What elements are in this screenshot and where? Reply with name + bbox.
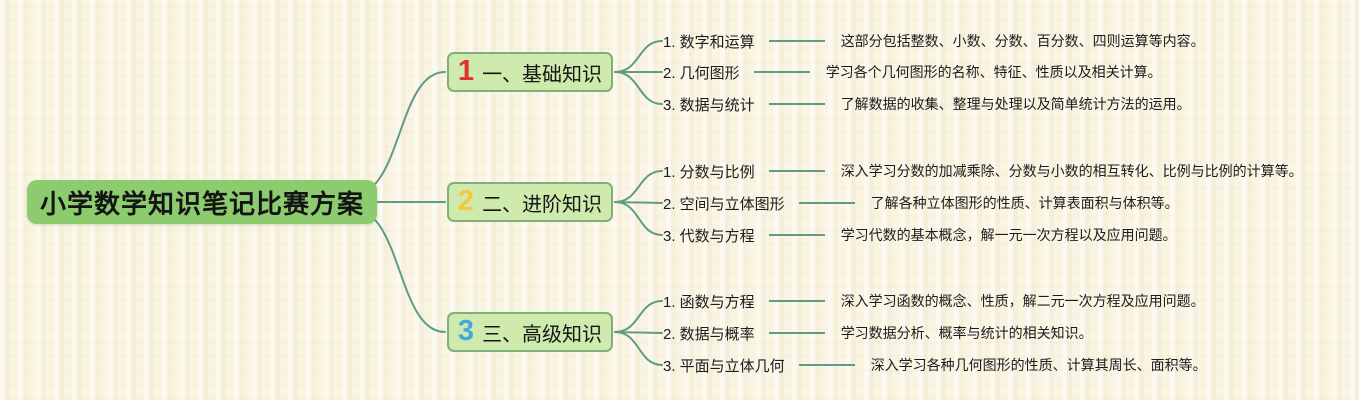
leaf-description: 了解数据的收集、整理与处理以及简单统计方法的运用。 — [840, 96, 1191, 112]
leaf-topic-label: 1. 分数与比例 — [663, 163, 755, 181]
leaf-topic-label: 3. 平面与立体几何 — [663, 357, 785, 375]
branch-number-badge: 3 — [457, 314, 475, 347]
leaf-connector-dash — [768, 170, 825, 172]
leaf-topic-label: 2. 数据与概率 — [663, 325, 755, 343]
branch-node-advanced-knowledge[interactable]: 2 二、进阶知识 — [447, 182, 613, 222]
leaf-topic-label: 1. 数字和运算 — [663, 33, 755, 51]
root-node[interactable]: 小学数学知识笔记比赛方案 — [27, 180, 378, 224]
leaf-node[interactable]: 3. 平面与立体几何 深入学习各种几何图形的性质、计算其周长、面积等。 — [663, 354, 1207, 376]
leaf-description: 深入学习函数的概念、性质，解二元一次方程及应用问题。 — [840, 293, 1205, 309]
leaf-connector-dash — [768, 40, 825, 42]
leaf-topic-label: 2. 几何图形 — [663, 64, 740, 82]
leaf-topic-label: 3. 数据与统计 — [663, 96, 755, 114]
branch-title: 二、进阶知识 — [482, 193, 603, 216]
branch-number-badge: 2 — [457, 184, 475, 217]
leaf-topic-label: 2. 空间与立体图形 — [663, 195, 785, 213]
leaf-connector-dash — [798, 202, 855, 204]
leaf-description: 学习代数的基本概念，解一元一次方程以及应用问题。 — [840, 227, 1177, 243]
leaf-description: 学习数据分析、概率与统计的相关知识。 — [840, 325, 1093, 341]
leaf-description: 这部分包括整数、小数、分数、百分数、四则运算等内容。 — [840, 33, 1205, 49]
leaf-connector-dash — [768, 103, 825, 105]
leaf-connector-dash — [798, 364, 855, 366]
root-node-label: 小学数学知识笔记比赛方案 — [40, 188, 365, 219]
leaf-node[interactable]: 2. 数据与概率 学习数据分析、概率与统计的相关知识。 — [663, 322, 1093, 344]
leaf-topic-label: 1. 函数与方程 — [663, 293, 755, 311]
leaf-node[interactable]: 1. 数字和运算 这部分包括整数、小数、分数、百分数、四则运算等内容。 — [663, 30, 1205, 52]
leaf-node[interactable]: 1. 分数与比例 深入学习分数的加减乘除、分数与小数的相互转化、比例与比例的计算… — [663, 160, 1303, 182]
branch-node-high-level-knowledge[interactable]: 3 三、高级知识 — [447, 312, 613, 352]
leaf-description: 学习各个几何图形的名称、特征、性质以及相关计算。 — [825, 64, 1162, 80]
leaf-connector-dash — [768, 234, 825, 236]
leaf-connector-dash — [753, 71, 810, 73]
leaf-description: 深入学习各种几何图形的性质、计算其周长、面积等。 — [870, 357, 1207, 373]
branch-title: 一、基础知识 — [482, 63, 603, 86]
leaf-node[interactable]: 1. 函数与方程 深入学习函数的概念、性质，解二元一次方程及应用问题。 — [663, 290, 1205, 312]
leaf-connector-dash — [768, 332, 825, 334]
branch-number-badge: 1 — [457, 54, 475, 87]
leaf-node[interactable]: 3. 数据与统计 了解数据的收集、整理与处理以及简单统计方法的运用。 — [663, 93, 1191, 115]
leaf-node[interactable]: 3. 代数与方程 学习代数的基本概念，解一元一次方程以及应用问题。 — [663, 224, 1177, 246]
branch-node-basic-knowledge[interactable]: 1 一、基础知识 — [447, 52, 613, 92]
leaf-description: 了解各种立体图形的性质、计算表面积与体积等。 — [870, 195, 1179, 211]
leaf-node[interactable]: 2. 几何图形 学习各个几何图形的名称、特征、性质以及相关计算。 — [663, 61, 1162, 83]
leaf-topic-label: 3. 代数与方程 — [663, 227, 755, 245]
branch-title: 三、高级知识 — [482, 323, 603, 346]
leaf-description: 深入学习分数的加减乘除、分数与小数的相互转化、比例与比例的计算等。 — [840, 163, 1303, 179]
leaf-connector-dash — [768, 300, 825, 302]
leaf-node[interactable]: 2. 空间与立体图形 了解各种立体图形的性质、计算表面积与体积等。 — [663, 192, 1179, 214]
